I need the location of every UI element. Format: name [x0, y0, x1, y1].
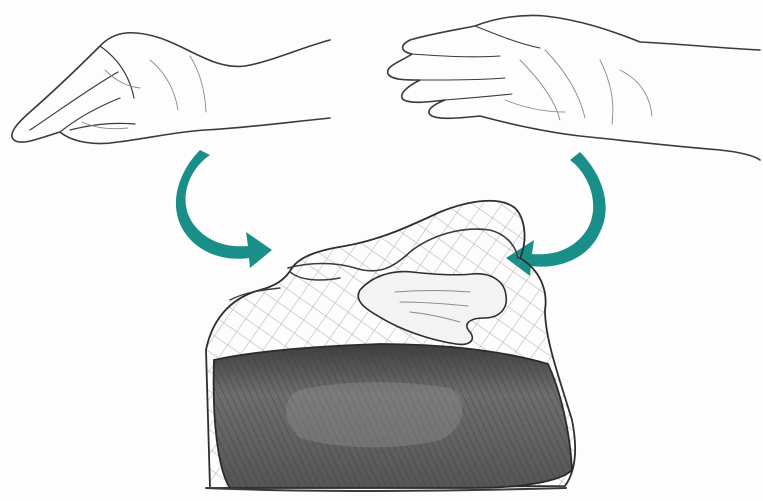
- left-hand-icon: [12, 33, 330, 144]
- right-hand-icon: [388, 15, 760, 160]
- left-curved-arrow-icon: [176, 150, 272, 268]
